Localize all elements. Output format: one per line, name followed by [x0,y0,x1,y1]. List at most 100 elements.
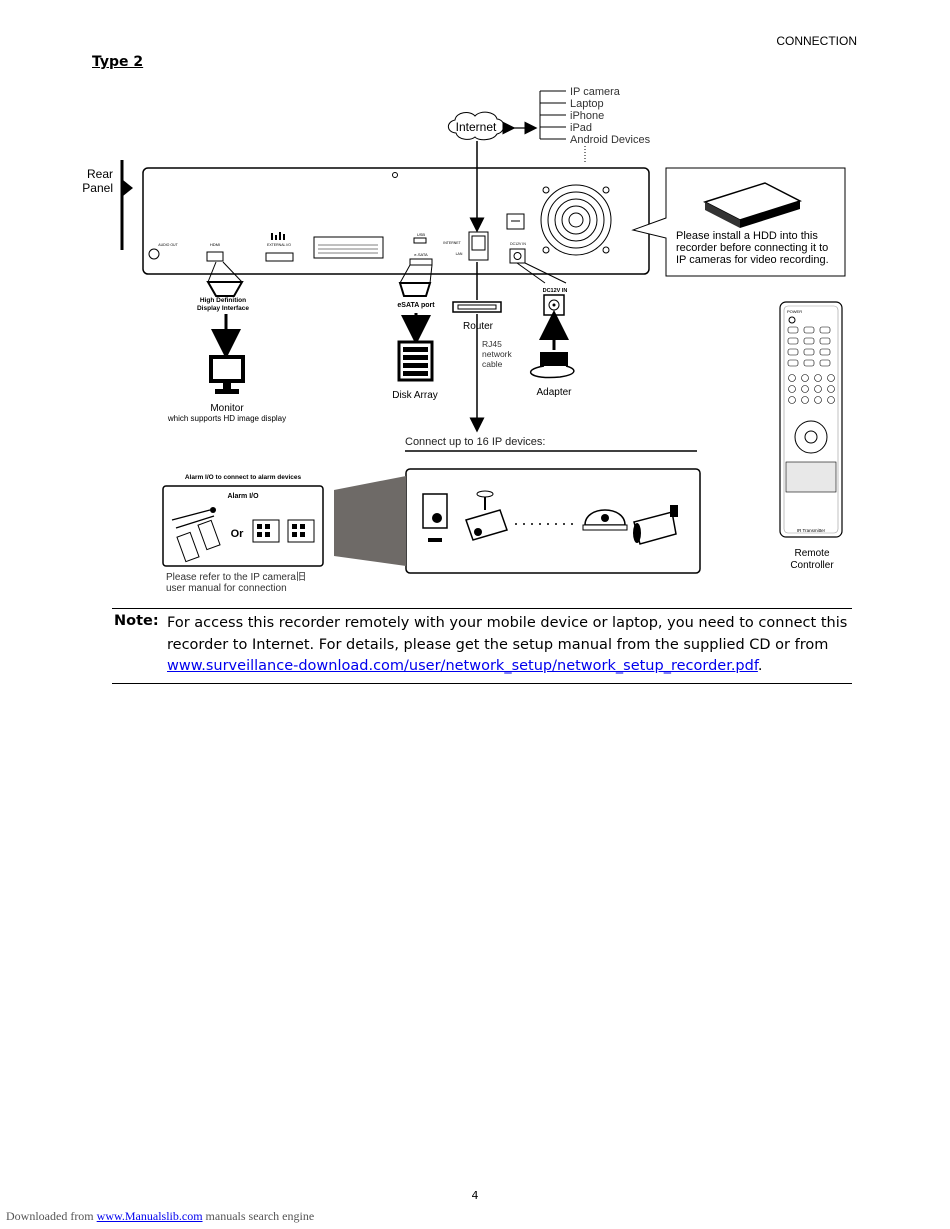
remote-key [801,385,809,393]
device-label: IP camera [570,86,621,98]
remote-key [819,337,831,345]
hdd-icon [703,182,802,228]
port-label-dc: DC12V IN [510,242,526,246]
alarm-io-box [162,485,324,567]
esata-port [409,258,433,266]
device-label: iPad [570,122,592,134]
ptz-camera-icon [465,490,508,541]
port-label-lan: LAN [456,252,463,256]
note-end: . [757,658,763,674]
remote-key [788,374,796,382]
remote-key [814,385,822,393]
remote-controller-icon: POWER IR Transmitter [779,301,843,538]
alarm-title: Alarm I/O to connect to alarm devices [185,474,302,481]
remote-key [803,359,815,367]
bullet-camera-icon [633,505,678,545]
hdmi-label-line1: High Definition [200,297,246,304]
monitor-note: which supports HD image display [167,414,286,423]
fan-grille [540,184,612,256]
device-bracket [539,90,586,162]
remote-key [801,396,809,404]
internet-label: Internet [456,120,497,134]
port-label-hdmi: HDMI [210,242,220,247]
external-io-terminal [265,232,294,262]
ipcam-note-line1: Please refer to the IP camera旧 [166,571,306,583]
terminal-block-icon [252,519,315,543]
port-label-audio: AUDIO OUT [158,243,178,247]
rear-panel-label-line2: Panel [82,181,113,195]
disk-array-icon [397,340,434,382]
dome-camera-icon [582,509,628,531]
remote-key [787,359,799,367]
remote-key [814,396,822,404]
hdmi-port [206,251,224,262]
rj45-label-line2: network [482,349,513,359]
usb-port [413,237,427,244]
manualslib-link[interactable]: www.Manualslib.com [96,1209,203,1223]
alarm-or-label: Or [231,528,245,540]
port-label-internet: INTERNET [443,241,461,245]
ir-transmitter-label: IR Transmitter [797,528,826,533]
footer-suffix: manuals search engine [202,1209,315,1223]
adapter-icon [530,352,575,379]
remote-key [827,374,835,382]
remote-label-line1: Remote [794,548,829,559]
connection-diagram: Rear Panel AUDIO OUT HDMI EXTERNAL I/O U… [82,86,846,594]
dc-in-label: DC12V IN [543,288,568,294]
esata-connector-icon [398,282,432,297]
internet-cloud-icon [447,111,505,141]
rj45-label-line1: RJ45 [482,339,502,349]
remote-key [803,326,815,334]
remote-key [801,374,809,382]
footer-prefix: Downloaded from [6,1209,97,1223]
disk-array-label: Disk Array [392,390,438,401]
hdd-note-line3: IP cameras for video recording. [676,254,829,266]
recorder-rear-panel [142,167,650,275]
device-label: Android Devices [570,134,651,146]
warning-label [313,236,384,259]
port-label-usb: USB [417,232,426,237]
remote-key [819,348,831,356]
note-label: Note: [114,613,159,629]
hdd-note-line2: recorder before connecting it to [676,242,828,254]
remote-key [787,348,799,356]
page-heading: Type 2 [92,54,144,70]
port-label-external-io: EXTERNAL I/O [267,243,291,247]
alarm-funnel-shape [334,476,406,566]
port-label-esata: e-SATA [414,252,428,257]
remote-label-line2: Controller [790,560,834,571]
remote-key [803,348,815,356]
audio-out-jack [148,248,160,260]
esata-label: eSATA port [397,302,435,309]
alarm-cable-icon [171,507,221,563]
remote-key [803,337,815,345]
power-switch [506,213,525,230]
monitor-label: Monitor [210,403,244,414]
connect-devices-label: Connect up to 16 IP devices: [405,436,545,448]
remote-key [819,359,831,367]
rj45-label-line3: cable [482,359,503,369]
router-label: Router [463,321,494,332]
device-label: iPhone [570,110,604,122]
remote-key [788,396,796,404]
adapter-label: Adapter [536,387,572,398]
footer: Downloaded from www.Manualslib.com manua… [6,1209,314,1224]
note-body: For access this recorder remotely with y… [167,615,848,653]
remote-key [787,337,799,345]
remote-key [819,326,831,334]
rear-panel-label-line1: Rear [87,167,113,181]
remote-key [788,385,796,393]
rear-panel-pointer-icon [123,180,133,196]
hdd-note-line1: Please install a HDD into this [676,230,818,242]
monitor-icon [209,355,245,394]
ellipsis-dots [515,523,573,525]
note-text: For access this recorder remotely with y… [167,613,852,678]
ipcam-note-line2: user manual for connection [166,583,287,594]
setup-manual-link[interactable]: www.surveillance-download.com/user/netwo… [167,658,758,674]
note-section: Note: For access this recorder remotely … [112,608,852,684]
panel-screw [392,172,398,178]
remote-key [814,374,822,382]
device-label: Laptop [570,98,604,110]
page-number: 4 [471,1189,479,1202]
section-header: CONNECTION [776,34,857,48]
